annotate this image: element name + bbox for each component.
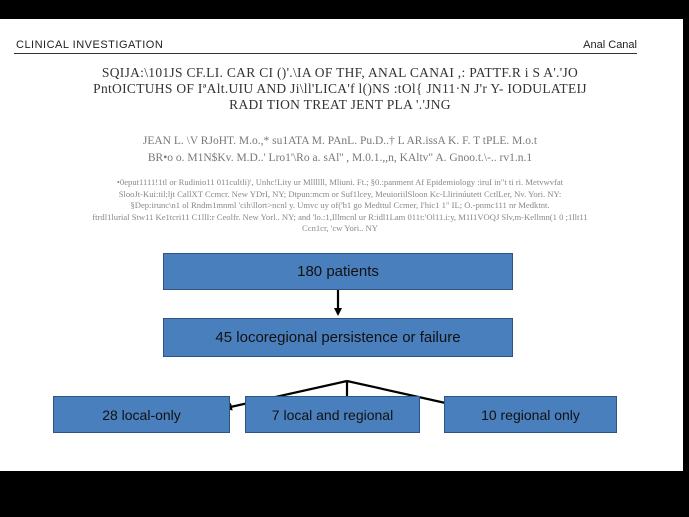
title-line: SQIJA:\101JS CF.LI. CAR CI ()'.\IA OF TH… xyxy=(101,65,579,80)
node-total-patients: 180 patients xyxy=(163,253,513,290)
node-locoregional-failure: 45 locoregional persistence or failure xyxy=(163,318,513,357)
title-line: RADI TION TREAT JENT PLA '.'JNG xyxy=(229,97,451,112)
header-divider xyxy=(14,53,637,54)
node-local-and-regional: 7 local and regional xyxy=(245,396,420,433)
affiliation-line: •0eput1111!1tl or Rudinio11 011cultli)',… xyxy=(116,177,564,187)
article-title: SQIJA:\101JS CF.LI. CAR CI ()'.\IA OF TH… xyxy=(30,65,650,113)
author-list: JEAN L. \V RJoHT. M.o.,* su1ATA M. PAnL.… xyxy=(30,133,650,167)
affiliation-line: §Dep:irunc\n1 ol Rndm1mnml 'cih\llort>nc… xyxy=(130,200,550,211)
node-local-only: 28 local-only xyxy=(53,396,230,433)
frame-bottom-bar xyxy=(0,471,689,517)
affiliations: •0eput1111!1tl or Rudinio11 011cultli)',… xyxy=(30,177,650,235)
author-line: JEAN L. \V RJoHT. M.o.,* su1ATA M. PAnL.… xyxy=(142,135,538,147)
frame-edge xyxy=(683,19,689,471)
journal-section-label: CLINICAL INVESTIGATION xyxy=(16,39,164,51)
affiliation-line: Ccn1cr, 'cw Yori.. NY xyxy=(302,223,378,234)
node-regional-only: 10 regional only xyxy=(444,396,617,433)
author-line: BR•o o. M1N$Kv. M.D..' Lro1'\Ro a. sAl''… xyxy=(147,152,533,164)
journal-topic-label: Anal Canal xyxy=(583,39,637,51)
affiliation-line: ftrdl1lurial Stw11 Ke1tcri11 C1llI:r Ceo… xyxy=(92,211,588,222)
title-line: PntOICTUHS OF IªAlt.UIU AND Ji\ll'LICA'f… xyxy=(93,81,587,96)
slide: CLINICAL INVESTIGATION Anal Canal SQIJA:… xyxy=(0,19,689,471)
affiliation-line: SlooJt-Kui:til:ljt CallXT Ccmcr. New YDr… xyxy=(118,188,562,199)
